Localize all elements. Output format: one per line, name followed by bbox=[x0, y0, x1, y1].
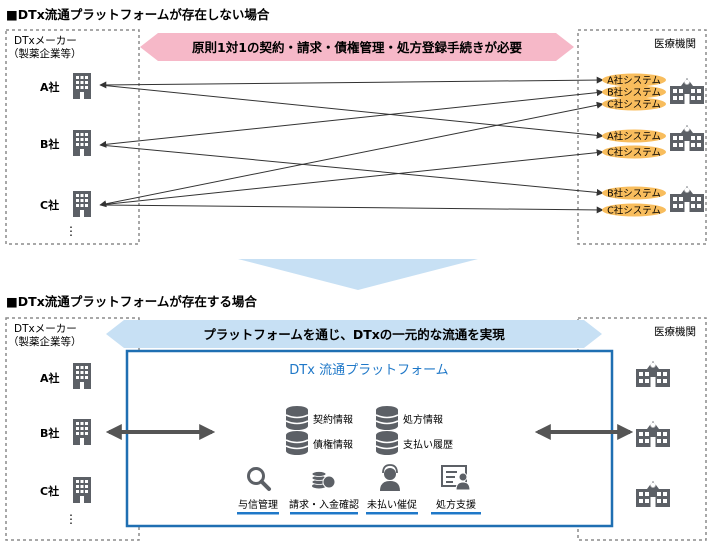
platform-title: DTx 流通プラットフォーム bbox=[289, 363, 448, 378]
bottom-banner-text: プラットフォームを通じ、DTxの一元的な流通を実現 bbox=[203, 327, 505, 342]
function-prescription-support-label: 処方支援 bbox=[436, 498, 476, 511]
top-heading: ■DTx流通プラットフォームが存在しない場合 bbox=[6, 7, 270, 22]
system-pill bbox=[602, 145, 666, 159]
db-item-prescription: 処方情報 bbox=[403, 413, 443, 426]
top-maker-sublabel: （製薬企業等） bbox=[8, 47, 82, 60]
bottom-hospital-1-icon bbox=[636, 361, 670, 387]
bottom-maker-box bbox=[5, 317, 140, 541]
top-company-b-building-icon bbox=[73, 130, 91, 156]
top-company-b-label: B社 bbox=[40, 137, 59, 151]
top-banner bbox=[140, 33, 574, 61]
system-pill bbox=[602, 97, 666, 111]
bottom-hospital-label: 医療機関 bbox=[654, 325, 696, 338]
system-pill bbox=[602, 73, 666, 87]
system-pill bbox=[602, 85, 666, 99]
top-ellipsis: ⋮ bbox=[65, 224, 77, 238]
bottom-company-b-building-icon bbox=[73, 419, 91, 445]
bottom-company-b-label: B社 bbox=[40, 426, 59, 440]
headset-person-icon bbox=[380, 464, 400, 491]
system-label: A社システム bbox=[607, 75, 661, 87]
bottom-ellipsis: ⋮ bbox=[65, 512, 77, 526]
system-label: C社システム bbox=[607, 205, 661, 217]
database-icon bbox=[285, 405, 309, 431]
line-c-h2 bbox=[99, 149, 604, 206]
hospital-icon bbox=[670, 186, 704, 212]
db-item-contract: 契約情報 bbox=[313, 413, 353, 426]
function-underline bbox=[237, 512, 279, 515]
top-hospital-2: A社システム C社システム bbox=[602, 125, 704, 159]
function-underline bbox=[431, 512, 481, 515]
bottom-maker-sublabel: （製薬企業等） bbox=[8, 335, 82, 348]
top-maker-box bbox=[5, 29, 140, 245]
top-hospital-3: B社システム C社システム bbox=[602, 186, 704, 217]
bottom-company-c-building-icon bbox=[73, 477, 91, 503]
system-label: A社システム bbox=[607, 131, 661, 143]
db-item-payment-history: 支払い履歴 bbox=[403, 438, 453, 451]
bottom-company-a-building-icon bbox=[73, 363, 91, 389]
bottom-heading: ■DTx流通プラットフォームが存在する場合 bbox=[6, 294, 257, 309]
top-banner-text: 原則1対1の契約・請求・債権管理・処方登録手続きが必要 bbox=[192, 40, 522, 55]
system-label: C社システム bbox=[607, 99, 661, 111]
hospital-icon bbox=[670, 78, 704, 104]
db-item-receivable: 債権情報 bbox=[313, 438, 353, 451]
system-label: B社システム bbox=[607, 188, 661, 200]
magnifier-icon bbox=[247, 467, 271, 491]
bottom-company-c-label: C社 bbox=[40, 484, 59, 498]
bottom-maker-label: DTxメーカー bbox=[14, 323, 77, 335]
bottom-banner bbox=[106, 320, 602, 348]
top-company-c-building-icon bbox=[73, 191, 91, 217]
database-icon bbox=[375, 430, 399, 456]
bottom-company-a-label: A社 bbox=[40, 371, 60, 385]
top-company-a-building-icon bbox=[73, 73, 91, 99]
line-c-h1 bbox=[99, 101, 604, 208]
top-hospital-1: A社システム B社システム C社システム bbox=[602, 73, 704, 111]
bottom-hospital-2-icon bbox=[636, 421, 670, 447]
database-icon bbox=[375, 405, 399, 431]
database-icon bbox=[285, 430, 309, 456]
system-pill bbox=[602, 129, 666, 143]
bottom-hospital-3-icon bbox=[636, 481, 670, 507]
function-underline bbox=[366, 512, 418, 515]
system-label: B社システム bbox=[607, 87, 661, 99]
function-billing-label: 請求・入金確認 bbox=[289, 498, 359, 511]
function-underline bbox=[290, 512, 358, 515]
coins-icon bbox=[311, 471, 336, 489]
line-c-h3 bbox=[99, 204, 604, 214]
line-b-h3 bbox=[99, 144, 604, 196]
system-label: C社システム bbox=[607, 147, 661, 159]
transition-chevron bbox=[238, 259, 478, 290]
top-maker-label: DTxメーカー bbox=[14, 35, 77, 47]
system-pill bbox=[602, 186, 666, 200]
document-person-icon bbox=[441, 465, 471, 491]
hospital-icon bbox=[670, 125, 704, 151]
line-a-h1 bbox=[99, 76, 604, 89]
top-company-a-label: A社 bbox=[40, 80, 60, 94]
line-a-h2 bbox=[99, 84, 604, 139]
function-credit-label: 与信管理 bbox=[238, 498, 278, 511]
top-hospital-label: 医療機関 bbox=[654, 37, 696, 50]
top-connection-lines bbox=[99, 76, 604, 214]
system-pill bbox=[602, 203, 666, 217]
function-dunning-label: 未払い催促 bbox=[367, 498, 417, 511]
line-b-h1 bbox=[99, 89, 604, 148]
top-company-c-label: C社 bbox=[40, 198, 59, 212]
